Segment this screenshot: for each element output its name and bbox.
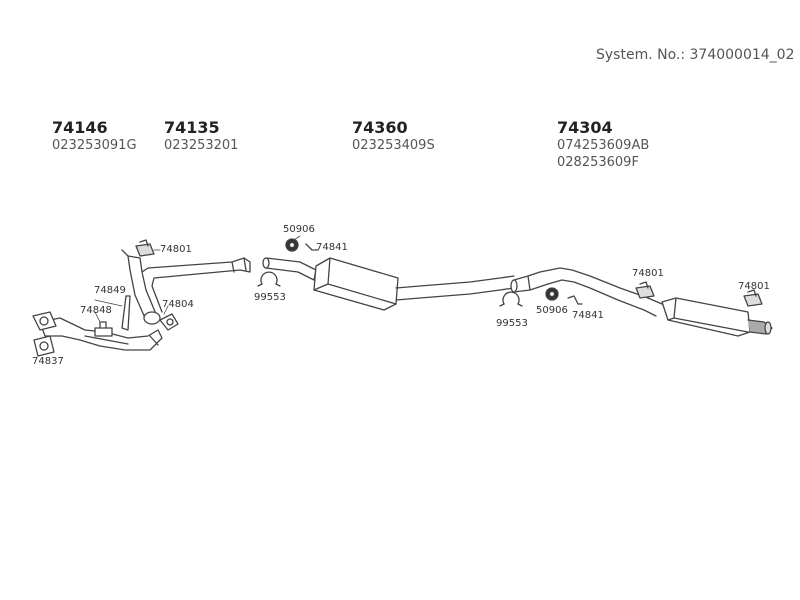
spring-front <box>305 243 319 251</box>
leader-lines <box>94 235 301 323</box>
hanger-rear-left <box>635 281 655 299</box>
connector-pipe-front <box>262 257 317 281</box>
callout-spring-front: 74841 <box>316 242 348 253</box>
oem-number: 023253201 <box>164 138 239 153</box>
part-block-intermediate-pipe: 74135 023253201 <box>164 118 238 154</box>
callout-clamp-rear: 99553 <box>496 318 528 329</box>
oem-number: 074253609AB <box>557 138 650 153</box>
system-number: System. No.: 374000014_02 <box>596 47 795 63</box>
callout-rubber-mount: 74848 <box>80 305 112 316</box>
middle-silencer <box>313 257 399 311</box>
intermediate-pipe <box>121 249 251 319</box>
part-block-rear-silencer: 74304 074253609AB 028253609F <box>557 118 649 171</box>
oem-number: 023253409S <box>352 138 435 153</box>
callout-hanger-rear-right: 74801 <box>738 281 770 292</box>
part-block-middle-silencer: 74360 023253409S <box>352 118 435 154</box>
callout-clamp-front: 99553 <box>254 292 286 303</box>
manifold-flange <box>32 311 57 331</box>
rear-silencer <box>661 297 751 337</box>
spring-rear <box>567 295 583 305</box>
hanger-front <box>135 239 155 257</box>
part-number: 74304 <box>557 118 613 137</box>
callout-seal-front: 50906 <box>283 224 315 235</box>
part-number: 74135 <box>164 118 220 137</box>
callout-hanger-front: 74801 <box>160 244 192 255</box>
callout-hanger-rear-left: 74801 <box>632 268 664 279</box>
clamp-rear <box>499 291 523 307</box>
callout-seal-rear: 50906 <box>536 305 568 316</box>
callout-flange-gasket: 74804 <box>162 299 194 310</box>
bracket-long <box>121 295 131 331</box>
oem-number: 028253609F <box>557 155 639 170</box>
tailpipe <box>747 319 773 335</box>
rubber-mount <box>94 321 113 337</box>
part-number: 74360 <box>352 118 408 137</box>
oem-number: 023253091G <box>52 138 137 153</box>
flange-gasket <box>143 311 179 331</box>
seal-rear <box>545 287 559 301</box>
callout-spring-rear: 74841 <box>572 310 604 321</box>
part-number: 74146 <box>52 118 108 137</box>
manifold-gasket <box>33 335 55 357</box>
rear-pipe <box>510 267 671 317</box>
callout-bracket-long: 74849 <box>94 285 126 296</box>
clamp-front <box>257 271 281 287</box>
callout-manifold-gasket: 74837 <box>32 356 64 367</box>
hanger-rear-right <box>743 289 763 307</box>
part-block-front-pipe: 74146 023253091G <box>52 118 137 154</box>
middle-pipe <box>395 275 515 301</box>
seal-front <box>285 238 299 252</box>
